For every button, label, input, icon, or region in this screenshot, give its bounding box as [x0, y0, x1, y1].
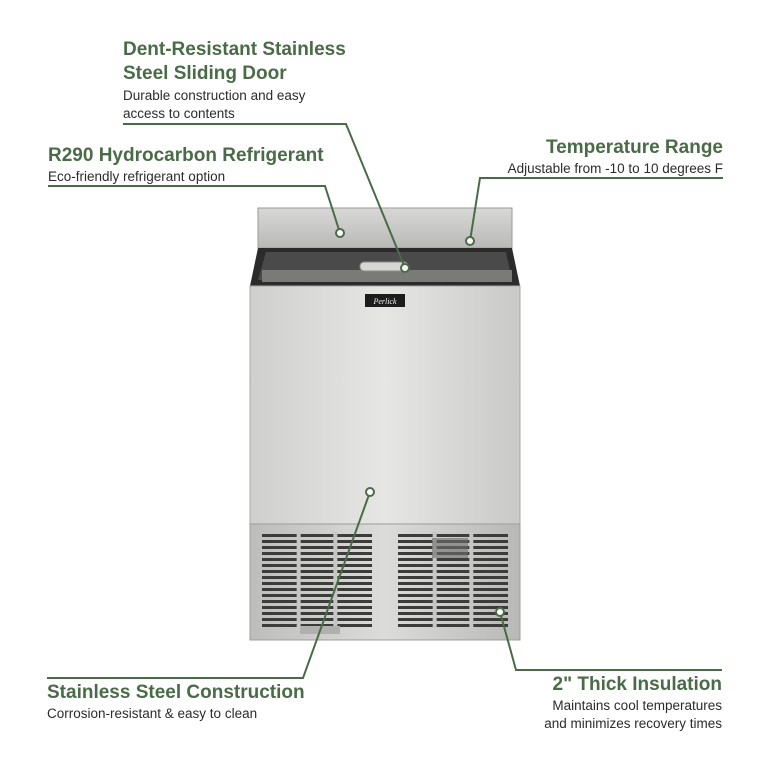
grille-louver [262, 570, 372, 573]
grille-louver [398, 534, 508, 537]
grille-divider [469, 532, 474, 628]
temperature-title: Temperature Range [545, 137, 723, 158]
callout-door: Dent-Resistant Stainless Steel Sliding D… [123, 38, 346, 123]
insulation-marker [495, 607, 505, 617]
refrigerant-desc: Eco-friendly refrigerant option [48, 169, 226, 184]
grille-louver [262, 594, 372, 597]
grille-louver [262, 606, 372, 609]
callout-temperature: Temperature Range Adjustable from -10 to… [508, 136, 723, 178]
temperature-marker [465, 236, 475, 246]
grille-louver [262, 576, 372, 579]
grille-louver [398, 606, 508, 609]
refrigerant-marker [335, 228, 345, 238]
grille-louver [262, 546, 372, 549]
cabinet-body [249, 285, 521, 525]
grille-louver [398, 558, 508, 561]
construction-desc: Corrosion-resistant & easy to clean [47, 706, 258, 721]
grille-louver [262, 624, 372, 627]
grille-louver [262, 600, 372, 603]
door-desc-line1: Durable construction and easy [123, 88, 306, 103]
grille-louver [398, 576, 508, 579]
brand-badge-text: Perlick [372, 297, 397, 306]
grille-louver [398, 624, 508, 627]
grille-louver [398, 612, 508, 615]
grille-louver [262, 618, 372, 621]
grille-divider [296, 532, 301, 628]
ventilation-grille [249, 523, 521, 641]
insulation-desc-line2: and minimizes recovery times [544, 716, 722, 731]
refrigerant-title: R290 Hydrocarbon Refrigerant [48, 145, 324, 166]
grille-louver [398, 588, 508, 591]
callout-insulation: 2" Thick Insulation Maintains cool tempe… [544, 673, 722, 733]
brand-badge [365, 294, 405, 307]
grille-divider [333, 532, 338, 628]
grille-louver [398, 582, 508, 585]
grille-louver [398, 564, 508, 567]
grille-louver [398, 570, 508, 573]
grille-louver [262, 540, 372, 543]
insulation-desc-line1: Maintains cool temperatures [552, 698, 722, 713]
grille-louver [262, 564, 372, 567]
grille-louver [262, 588, 372, 591]
construction-marker [365, 487, 375, 497]
grille-louver [262, 558, 372, 561]
callout-refrigerant: R290 Hydrocarbon Refrigerant Eco-friendl… [48, 144, 324, 186]
door-desc-line2: access to contents [123, 106, 235, 121]
grille-louver [262, 612, 372, 615]
grille-louver [398, 618, 508, 621]
door-title-line1: Dent-Resistant Stainless [123, 39, 346, 60]
grille-louver [398, 594, 508, 597]
grille-louver [262, 552, 372, 555]
grille-divider [432, 532, 437, 628]
callout-construction: Stainless Steel Construction Corrosion-r… [47, 681, 305, 723]
grille-louver [398, 600, 508, 603]
construction-title: Stainless Steel Construction [47, 682, 305, 703]
sliding-door-lid [250, 207, 520, 286]
door-title-line2: Steel Sliding Door [123, 63, 287, 84]
temperature-desc: Adjustable from -10 to 10 degrees F [507, 161, 723, 176]
grille-louver [262, 534, 372, 537]
door-marker [400, 263, 410, 273]
insulation-title: 2" Thick Insulation [552, 674, 722, 695]
grille-louver [262, 582, 372, 585]
